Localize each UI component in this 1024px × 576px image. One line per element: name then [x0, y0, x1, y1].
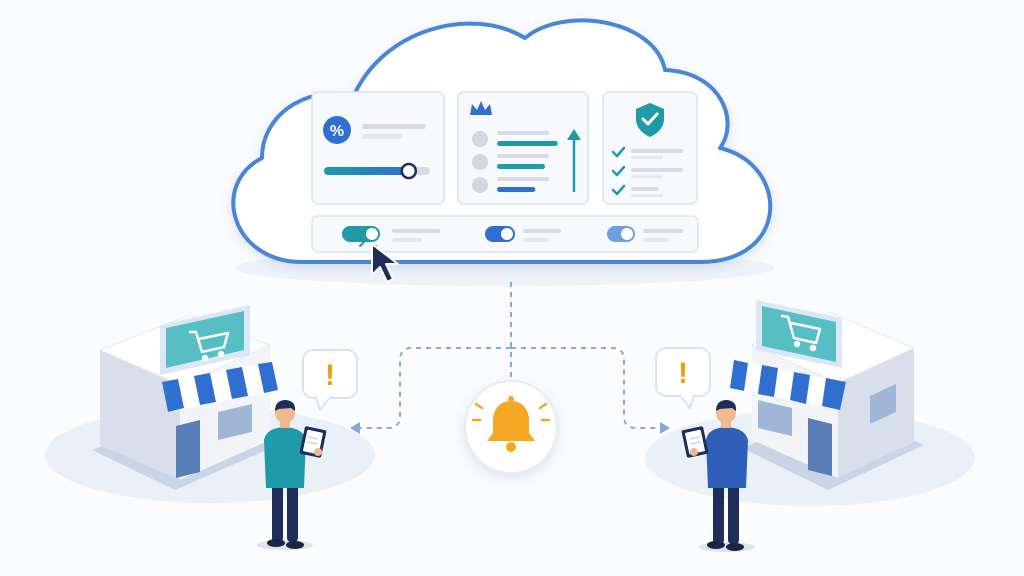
- toggle-label-line: [392, 229, 440, 233]
- checkmark-icon: [611, 165, 626, 177]
- arrow-head-left: [350, 422, 360, 434]
- store-side-window: [870, 384, 896, 424]
- checkmark-icon: [611, 184, 626, 196]
- toggle-settings-bar: [311, 215, 699, 253]
- percent-icon: [323, 116, 351, 144]
- rank-label-line: [497, 154, 549, 158]
- rank-avatar: [472, 131, 488, 147]
- notification-connector: [360, 282, 660, 429]
- toggle-switch-1[interactable]: [342, 226, 380, 242]
- right-store-owner: [681, 400, 755, 552]
- toggle-label-line: [523, 238, 549, 242]
- store-door: [176, 420, 200, 478]
- checklist-line: [631, 168, 683, 172]
- crown-icon: [470, 101, 492, 115]
- tablet-device: [681, 426, 709, 458]
- discount-slider-fill: [324, 167, 409, 175]
- rank-label-line: [497, 131, 549, 135]
- store-awning: [162, 362, 278, 412]
- bell-icon: [487, 401, 535, 441]
- checklist-line: [631, 149, 683, 153]
- left-alert-bubble: !: [302, 349, 358, 411]
- left-store: [92, 305, 278, 490]
- toggle-label-line: [523, 229, 561, 233]
- exclamation-icon: !: [678, 357, 688, 390]
- discount-slider-handle[interactable]: [400, 162, 418, 180]
- checklist-line: [631, 194, 663, 197]
- checklist-line: [631, 175, 663, 178]
- percent-glyph: %: [330, 123, 344, 140]
- store-door: [808, 418, 832, 476]
- right-alert-bubble: !: [655, 347, 711, 409]
- left-store-owner: [257, 400, 327, 550]
- bell-ring-lines: [471, 402, 551, 422]
- exclamation-icon: !: [325, 359, 335, 392]
- notification-bell: [464, 380, 558, 474]
- toggle-switch-3[interactable]: [607, 226, 635, 242]
- toggle-label-line: [643, 238, 669, 242]
- checklist-line: [631, 187, 659, 191]
- toggle-label-line: [392, 238, 422, 242]
- shopping-cart-icon: [780, 314, 822, 352]
- store-window: [758, 400, 792, 436]
- discount-panel: %: [311, 91, 445, 205]
- rank-avatar: [472, 154, 488, 170]
- shield-checkmark: [641, 112, 659, 126]
- store-awning: [730, 360, 846, 410]
- security-panel: [602, 91, 698, 205]
- right-store: [730, 300, 924, 490]
- rank-label-line: [497, 177, 549, 181]
- text-placeholder-line: [362, 134, 402, 139]
- rank-bar: [497, 164, 545, 169]
- growth-arrow-icon: [567, 129, 581, 140]
- rank-avatar: [472, 177, 488, 193]
- store-window: [218, 404, 252, 440]
- text-placeholder-line: [362, 124, 426, 129]
- mouse-pointer-icon: [371, 243, 399, 283]
- rank-bar: [497, 187, 536, 192]
- ranking-panel: [457, 91, 589, 205]
- checklist-line: [631, 156, 663, 159]
- checkmark-icon: [611, 146, 626, 158]
- toggle-label-line: [643, 229, 683, 233]
- toggle-switch-2[interactable]: [485, 226, 515, 242]
- rank-bar: [497, 141, 558, 146]
- arrow-head-right: [660, 422, 670, 434]
- shopping-cart-icon: [188, 330, 230, 362]
